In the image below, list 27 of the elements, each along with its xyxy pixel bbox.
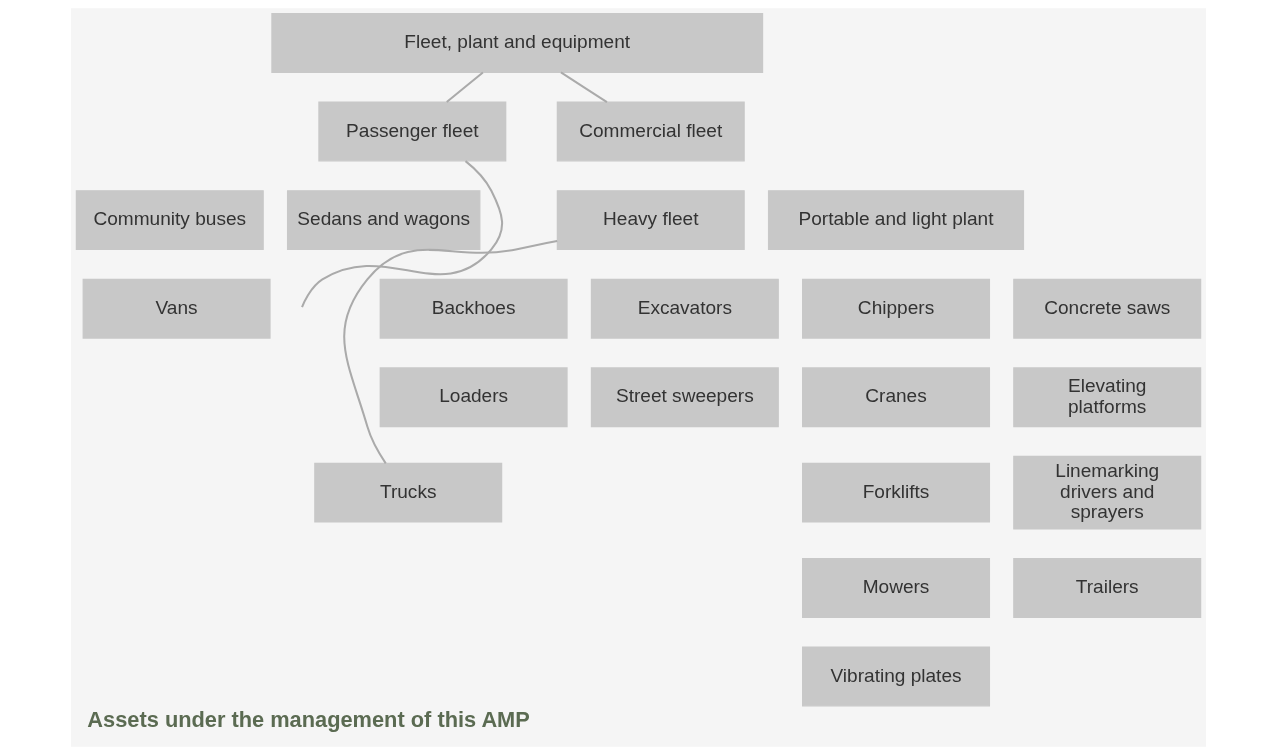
node-box: Forklifts <box>802 462 991 523</box>
node-box: Backhoes <box>379 278 568 339</box>
node-box: Community buses <box>75 190 264 251</box>
node-box: Elevating platforms <box>1013 367 1202 428</box>
node-box: Trailers <box>1013 558 1202 618</box>
node-box: Fleet, plant and equipment <box>271 13 764 73</box>
node-box: Mowers <box>802 558 991 618</box>
node-box: Street sweepers <box>590 367 779 428</box>
connector <box>560 71 608 103</box>
connector <box>301 160 504 308</box>
node-box: Excavators <box>590 278 779 339</box>
node-box: Loaders <box>379 367 568 428</box>
node-box: Passenger fleet <box>318 101 507 162</box>
node-box: Portable and light plant <box>767 190 1025 251</box>
node-box: Heavy fleet <box>556 190 745 251</box>
caption: Assets under the management of this AMP <box>87 707 530 733</box>
node-box: Concrete saws <box>1013 278 1202 339</box>
connector <box>343 239 558 464</box>
node-box: Cranes <box>802 367 991 428</box>
node-box: Chippers <box>802 278 991 339</box>
node-box: Vibrating plates <box>802 646 991 707</box>
node-box: Vans <box>82 278 271 339</box>
node-box: Linemarking drivers and sprayers <box>1013 455 1202 530</box>
node-box: Sedans and wagons <box>286 190 481 251</box>
node-box: Trucks <box>314 462 503 523</box>
connector <box>446 71 484 103</box>
node-box: Commercial fleet <box>556 101 745 162</box>
